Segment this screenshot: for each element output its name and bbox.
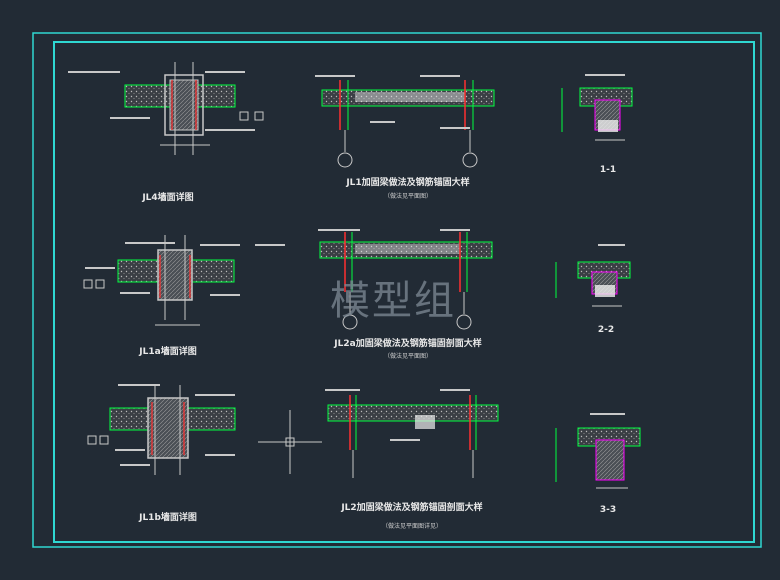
cut-label-1: 1-1 <box>600 165 616 175</box>
cut-section-1 <box>561 74 633 141</box>
grid-axis-bubble <box>462 152 478 168</box>
watermark: 模型组 <box>330 278 456 324</box>
detail-sec-b <box>83 235 285 326</box>
beam-detail-2 <box>318 229 493 330</box>
beam-detail-3 <box>325 389 499 478</box>
beam-note-1: （做法见平面图） <box>384 192 432 200</box>
grid-axis-bubble <box>342 314 358 330</box>
detail-label-b: JL1a墙面详图 <box>138 345 196 357</box>
beam-label-2: JL2a加固梁做法及钢筋锚固剖面大样 <box>333 337 481 349</box>
cut-label-3: 3-3 <box>600 505 616 515</box>
detail-sec-a <box>68 62 264 155</box>
inner-frame <box>53 41 755 543</box>
grid-axis-bubble <box>456 314 472 330</box>
beam-note-2: （做法见平面图） <box>384 352 432 360</box>
detail-sec-c <box>87 384 236 475</box>
beam-detail-1 <box>315 75 495 168</box>
cut-section-2 <box>555 244 631 307</box>
cut-section-3 <box>555 413 641 489</box>
beam-label-1: JL1加固梁做法及钢筋锚固大样 <box>345 176 469 188</box>
detail-label-c: JL1b墙面详图 <box>138 511 197 523</box>
detail-label-a: JL4墙面详图 <box>141 191 193 203</box>
cut-label-2: 2-2 <box>598 325 614 335</box>
outer-frame <box>32 32 762 548</box>
beam-note-3: （做法见平面图详见） <box>382 522 442 530</box>
crosshair-cursor-icon <box>258 410 322 474</box>
beam-label-3: JL2加固梁做法及钢筋锚固剖面大样 <box>340 501 482 513</box>
grid-axis-bubble <box>337 152 353 168</box>
